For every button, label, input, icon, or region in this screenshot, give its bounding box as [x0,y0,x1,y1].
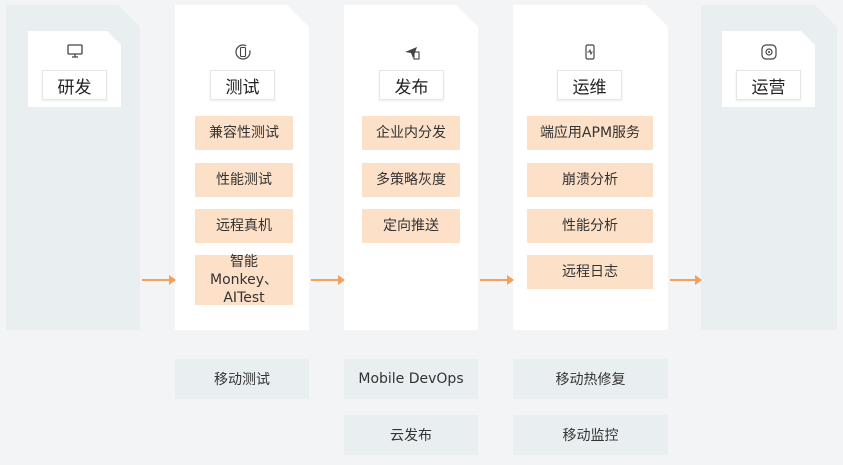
stage-column-operate: 运营 [701,5,837,330]
feature-test-perf: 性能测试 [195,163,293,197]
stage-column-ops: 运维 端应用APM服务 崩溃分析 性能分析 远程日志 [513,5,668,330]
product-mobile-test: 移动测试 [175,359,309,399]
mobile-monitor-icon [543,43,636,61]
stage-header-dev: 研发 [28,31,121,107]
stage-label-release: 发布 [379,70,444,100]
feature-release-enterprise: 企业内分发 [362,116,460,150]
monitor-icon [28,43,121,61]
feature-ops-apm: 端应用APM服务 [527,116,653,150]
feature-test-compat: 兼容性测试 [195,116,293,150]
stage-label-dev: 研发 [42,70,107,100]
arrow-ops-to-operate [670,275,702,285]
feature-ops-crash: 崩溃分析 [527,163,653,197]
product-hotfix: 移动热修复 [513,359,668,399]
product-cloud-release: 云发布 [344,415,478,455]
launch-icon [365,43,458,61]
arrow-test-to-release [311,275,345,285]
stage-label-operate: 运营 [736,70,801,100]
feature-release-push: 定向推送 [362,209,460,243]
stage-header-operate: 运营 [722,31,815,107]
arrow-release-to-ops [480,275,514,285]
feature-test-monkey: 智能Monkey、AITest [195,255,293,305]
stage-header-release: 发布 [365,31,458,107]
arrow-dev-to-test [142,275,176,285]
phone-cycle-icon [196,43,289,61]
product-mobile-devops: Mobile DevOps [344,359,478,399]
feature-ops-log: 远程日志 [527,255,653,289]
stage-column-dev: 研发 [6,5,140,330]
feature-ops-perf: 性能分析 [527,209,653,243]
stage-label-test: 测试 [210,70,275,100]
stage-column-test: 测试 兼容性测试 性能测试 远程真机 智能Monkey、AITest [175,5,309,330]
stage-column-release: 发布 企业内分发 多策略灰度 定向推送 [344,5,478,330]
product-monitor: 移动监控 [513,415,668,455]
stage-header-test: 测试 [196,31,289,107]
feature-release-gray: 多策略灰度 [362,163,460,197]
feature-test-remote-device: 远程真机 [195,209,293,243]
stage-label-ops: 运维 [557,70,622,100]
stage-header-ops: 运维 [543,31,636,107]
operations-icon [722,43,815,61]
